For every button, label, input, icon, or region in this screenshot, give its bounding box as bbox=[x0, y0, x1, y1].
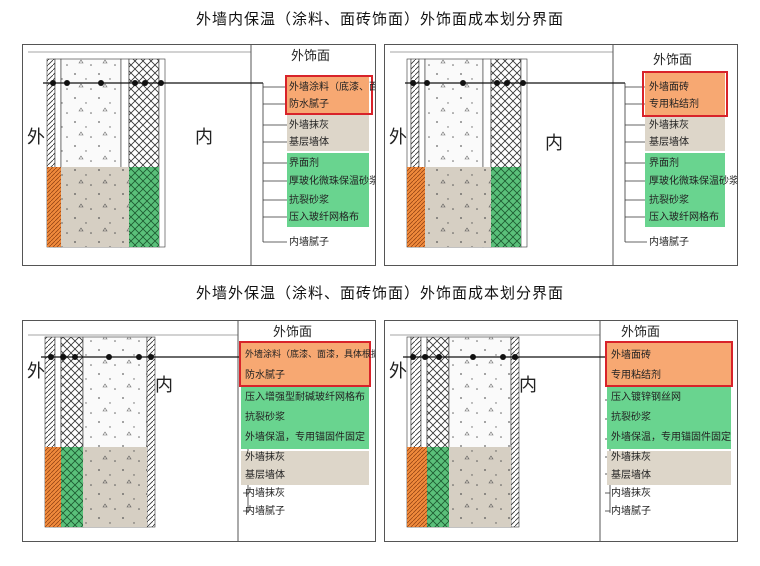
green-region bbox=[241, 387, 369, 449]
green-region bbox=[645, 153, 725, 227]
layer-label: 抗裂砂浆 bbox=[611, 412, 651, 423]
panel-internal-paint: 外 内 外饰面 外墙涂料（底漆、面漆、 防水腻子 外墙抹灰 基层墙体 界面剂 厚… bbox=[22, 44, 376, 266]
layer-label: 外墙涂料（底漆、面漆、 bbox=[289, 82, 375, 93]
layer-label: 基层墙体 bbox=[245, 470, 285, 481]
green-region bbox=[607, 387, 731, 449]
layer-label: 专用粘结剂 bbox=[649, 99, 699, 110]
layer-label: 内墙腻子 bbox=[649, 237, 689, 248]
grey-region bbox=[607, 451, 731, 485]
green-region bbox=[287, 153, 369, 227]
inside-label: 内 bbox=[155, 375, 173, 396]
panel-header: 外饰面 bbox=[621, 325, 661, 340]
wall-section-drawing bbox=[390, 321, 611, 541]
layer-label: 基层墙体 bbox=[289, 137, 329, 148]
layer-label: 外墙面砖 bbox=[611, 350, 651, 361]
layer-label: 界面剂 bbox=[649, 158, 679, 169]
layer-label: 压入增强型耐碱玻纤网格布 bbox=[245, 392, 365, 403]
layer-label: 内墙抹灰 bbox=[245, 488, 285, 499]
outside-label: 外 bbox=[27, 127, 45, 148]
layer-label: 外墙抹灰 bbox=[611, 452, 651, 463]
wall-section-drawing bbox=[28, 321, 249, 541]
highlight-box bbox=[642, 71, 728, 117]
layer-label: 外墙抹灰 bbox=[649, 120, 689, 131]
grey-region bbox=[287, 115, 369, 151]
inside-label: 内 bbox=[195, 127, 213, 148]
layer-label: 抗裂砂浆 bbox=[289, 195, 329, 206]
panel-external-tile: 外 内 外饰面 外墙面砖 专用粘结剂 压入镀锌钢丝网 抗裂砂浆 外墙保温，专用锚… bbox=[384, 320, 738, 542]
layer-label: 外墙抹灰 bbox=[245, 452, 285, 463]
panel-header: 外饰面 bbox=[653, 53, 693, 68]
outside-label: 外 bbox=[27, 361, 45, 382]
layer-label: 内墙腻子 bbox=[611, 506, 651, 517]
wall-section-drawing bbox=[390, 45, 647, 265]
layer-label: 内墙腻子 bbox=[245, 506, 285, 517]
layer-label: 专用粘结剂 bbox=[611, 370, 661, 381]
layer-label: 外墙保温，专用锚固件固定 bbox=[245, 432, 365, 443]
layer-label: 防水腻子 bbox=[289, 99, 329, 110]
inside-label: 内 bbox=[545, 133, 563, 154]
wall-section-drawing bbox=[28, 45, 287, 265]
layer-label: 抗裂砂浆 bbox=[649, 195, 689, 206]
layer-label: 压入镀锌钢丝网 bbox=[611, 392, 681, 403]
layer-label: 基层墙体 bbox=[649, 137, 689, 148]
grey-region bbox=[645, 117, 725, 151]
orange-region bbox=[241, 343, 369, 385]
layer-label: 防水腻子 bbox=[245, 370, 285, 381]
layer-label: 抗裂砂浆 bbox=[245, 412, 285, 423]
layer-label: 内墙腻子 bbox=[289, 237, 329, 248]
panel-header: 外饰面 bbox=[291, 49, 331, 64]
layer-label: 外墙面砖 bbox=[649, 82, 689, 93]
layer-label: 压入玻纤网格布 bbox=[289, 212, 359, 223]
layer-label: 压入玻纤网格布 bbox=[649, 212, 719, 223]
orange-region bbox=[607, 343, 731, 385]
highlight-box bbox=[605, 341, 733, 387]
layer-label: 厚玻化微珠保温砂浆 bbox=[649, 176, 738, 187]
panel-internal-tile: 外 内 外饰面 外墙面砖 专用粘结剂 外墙抹灰 基层墙体 界面剂 厚玻化微珠保温… bbox=[384, 44, 738, 266]
orange-region bbox=[645, 73, 725, 115]
section-title-external: 外墙外保温（涂料、面砖饰面）外饰面成本划分界面 bbox=[195, 284, 564, 302]
section-title-internal: 外墙内保温（涂料、面砖饰面）外饰面成本划分界面 bbox=[195, 10, 564, 28]
outside-label: 外 bbox=[389, 361, 407, 382]
orange-region bbox=[287, 77, 369, 113]
outside-label: 外 bbox=[389, 127, 407, 148]
panel-external-paint: 外 内 外饰面 外墙涂料（底漆、面漆，具体根据设计而定） 防水腻子 压入增强型耐… bbox=[22, 320, 376, 542]
panel-header: 外饰面 bbox=[273, 325, 313, 340]
layer-label: 厚玻化微珠保温砂浆 bbox=[289, 176, 376, 187]
grey-region bbox=[241, 451, 369, 485]
layer-label: 界面剂 bbox=[289, 158, 319, 169]
layer-label: 外墙保温，专用锚固件固定 bbox=[611, 432, 731, 443]
highlight-box bbox=[239, 341, 371, 387]
layer-label: 内墙抹灰 bbox=[611, 488, 651, 499]
layer-label: 外墙涂料（底漆、面漆，具体根据设计而定） bbox=[245, 350, 376, 360]
highlight-box bbox=[285, 75, 373, 115]
layer-label: 外墙抹灰 bbox=[289, 120, 329, 131]
layer-label: 基层墙体 bbox=[611, 470, 651, 481]
inside-label: 内 bbox=[519, 375, 537, 396]
